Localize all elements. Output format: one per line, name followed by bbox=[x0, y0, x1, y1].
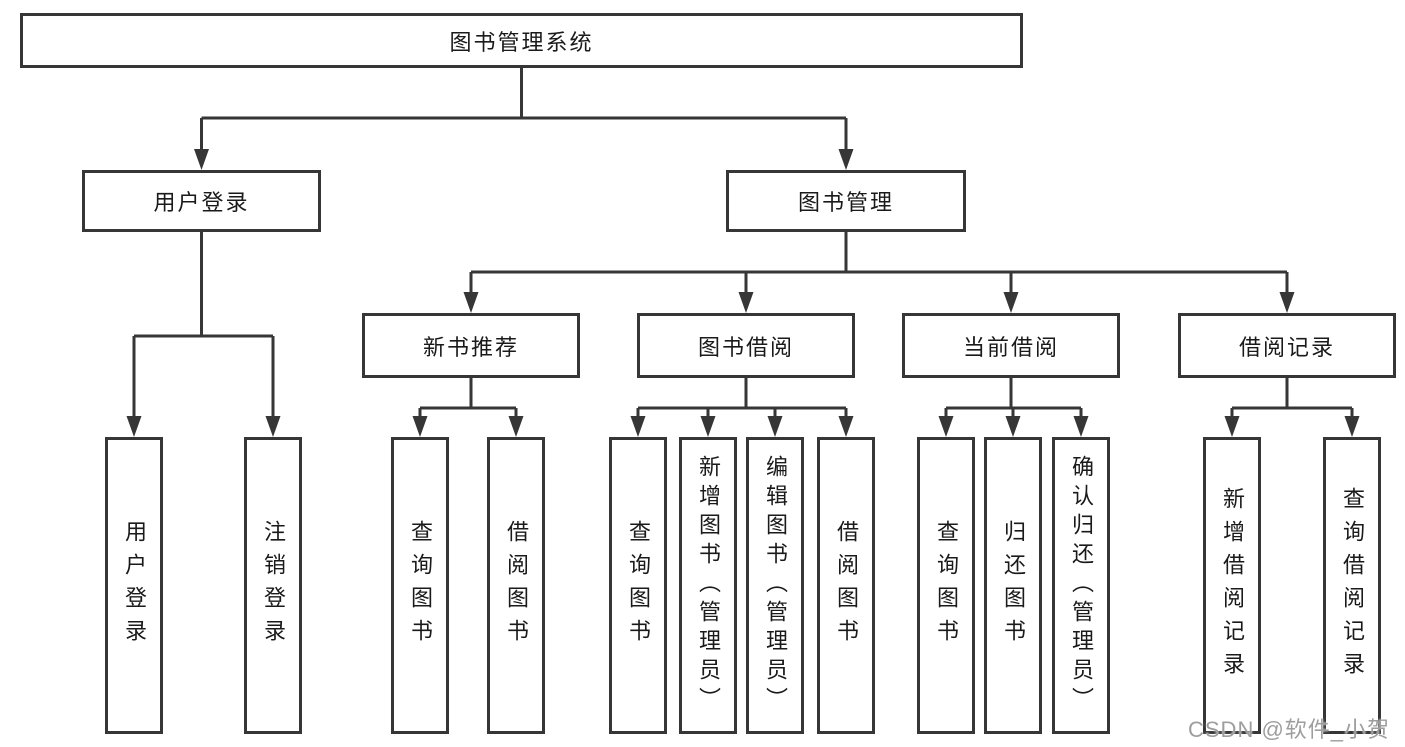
node-new-book-recommend: 新书推荐 bbox=[362, 313, 580, 378]
arrowheads bbox=[126, 149, 1360, 437]
leaf-return-books: 归还图书 bbox=[984, 437, 1042, 734]
leaf-add-borrow-record: 新增借阅记录 bbox=[1203, 437, 1261, 734]
node-library-management-system: 图书管理系统 bbox=[20, 13, 1023, 68]
leaf-add-books-admin: 新增图书（管理员） bbox=[679, 437, 737, 734]
leaf-query-books-borrow: 查询图书 bbox=[609, 437, 667, 734]
leaf-confirm-return-admin: 确认归还（管理员） bbox=[1052, 437, 1110, 734]
leaf-borrow-books-recommend: 借阅图书 bbox=[487, 437, 545, 734]
node-current-borrow: 当前借阅 bbox=[902, 313, 1120, 378]
node-user-login-branch: 用户登录 bbox=[82, 170, 321, 232]
leaf-user-login: 用户登录 bbox=[105, 437, 163, 734]
leaf-query-books-current: 查询图书 bbox=[917, 437, 975, 734]
watermark-text: CSDN @软件_小贺同学 bbox=[1188, 717, 1391, 742]
leaf-query-books-recommend: 查询图书 bbox=[391, 437, 449, 734]
leaf-borrow-books: 借阅图书 bbox=[817, 437, 875, 734]
node-borrow-record: 借阅记录 bbox=[1178, 313, 1396, 378]
node-book-borrow: 图书借阅 bbox=[637, 313, 855, 378]
leaf-query-borrow-record: 查询借阅记录 bbox=[1323, 437, 1381, 734]
leaf-logout: 注销登录 bbox=[244, 437, 302, 734]
node-book-management-branch: 图书管理 bbox=[726, 170, 966, 232]
leaf-edit-books-admin: 编辑图书（管理员） bbox=[746, 437, 804, 734]
